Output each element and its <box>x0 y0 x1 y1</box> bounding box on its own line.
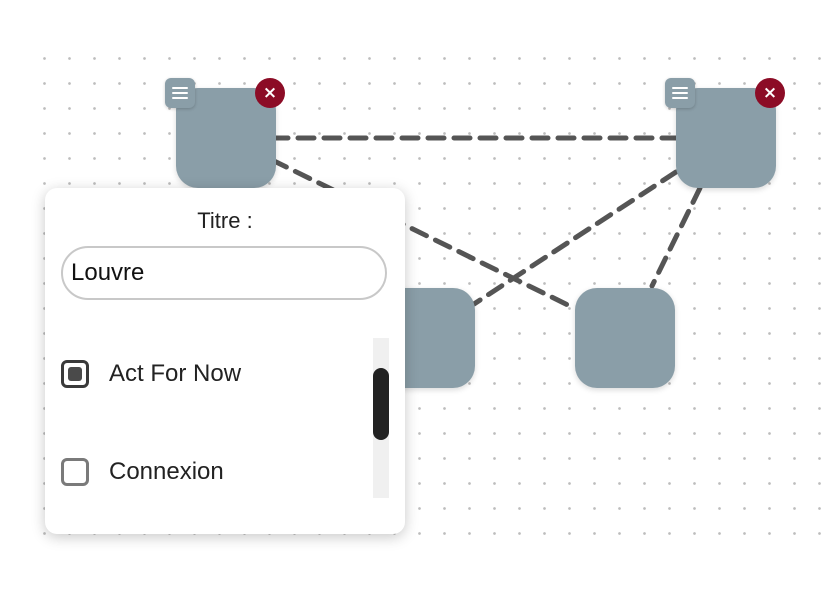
checkbox-checked[interactable] <box>61 360 89 388</box>
list-item-label: Connexion <box>109 458 224 485</box>
node-close-button[interactable]: × <box>755 78 785 108</box>
checkbox-unchecked[interactable] <box>61 458 89 486</box>
node-menu-button[interactable] <box>165 78 195 108</box>
title-input[interactable] <box>61 246 387 300</box>
close-icon: × <box>262 83 278 103</box>
node-bottom-right[interactable] <box>575 288 675 388</box>
close-icon: × <box>762 83 778 103</box>
hamburger-icon <box>172 84 188 102</box>
scrollbar-track[interactable] <box>373 338 389 498</box>
scrollbar-thumb[interactable] <box>373 368 389 440</box>
node-edit-panel: Titre : Act For Now Connexion <box>45 188 405 534</box>
list-item-connexion[interactable]: Connexion <box>61 458 224 486</box>
node-close-button[interactable]: × <box>255 78 285 108</box>
list-item-label: Act For Now <box>109 360 242 387</box>
panel-title: Titre : <box>197 208 253 233</box>
list-item-act-for-now[interactable]: Act For Now <box>61 360 241 388</box>
hamburger-icon <box>672 84 688 102</box>
node-menu-button[interactable] <box>665 78 695 108</box>
